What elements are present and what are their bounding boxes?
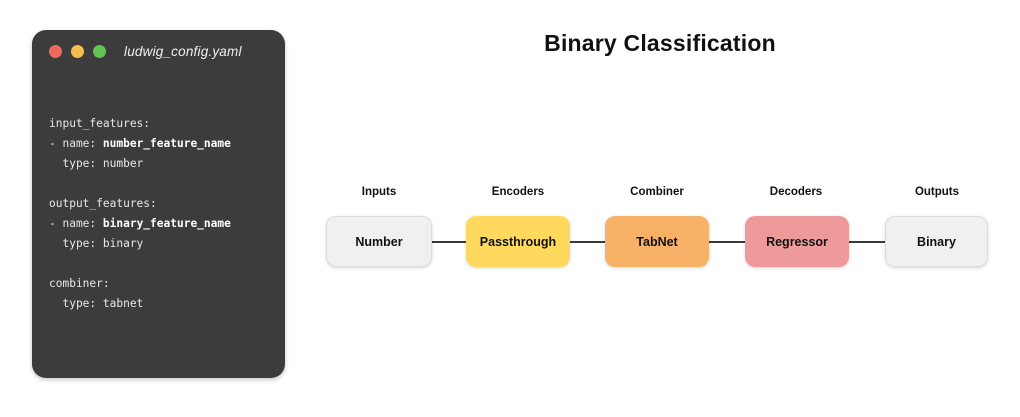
node-label: TabNet: [636, 234, 678, 249]
maximize-button[interactable]: [93, 44, 106, 58]
terminal-titlebar: ludwig_config.yaml: [32, 30, 285, 72]
code-line: - name: binary_feature_name: [49, 214, 275, 234]
config-terminal-window: ludwig_config.yaml input_features: - name…: [32, 30, 285, 378]
code-line: combiner:: [49, 274, 275, 294]
minimize-button[interactable]: [71, 44, 84, 58]
window-controls: [49, 44, 106, 58]
code-line: [49, 174, 275, 194]
input-node-number[interactable]: Number: [326, 216, 432, 267]
group-label-encoders: Encoders: [491, 186, 545, 198]
code-line: - name: number_feature_name: [49, 134, 275, 154]
code-line: type: binary: [49, 234, 275, 254]
pipeline-connector: [709, 241, 745, 243]
pipeline-connector: [849, 241, 885, 243]
terminal-filename-label: ludwig_config.yaml: [124, 43, 242, 59]
code-line: output_features:: [49, 194, 275, 214]
encoder-node-passthrough[interactable]: Passthrough: [466, 216, 570, 267]
close-button[interactable]: [49, 44, 62, 58]
code-text: type: tabnet: [49, 297, 144, 310]
decoder-node-regressor[interactable]: Regressor: [745, 216, 849, 267]
code-value: number_feature_name: [102, 137, 231, 150]
node-label: Passthrough: [479, 234, 557, 249]
code-value: binary_feature_name: [102, 217, 231, 230]
code-line: [49, 254, 275, 274]
node-label: Binary: [917, 234, 956, 249]
group-label-outputs: Outputs: [914, 186, 960, 198]
code-text: type: binary: [49, 237, 144, 250]
pipeline-connector: [432, 241, 466, 243]
page-title: Binary Classification: [544, 30, 776, 56]
code-line: type: tabnet: [49, 294, 275, 314]
yaml-code-block: input_features: - name: number_feature_na…: [49, 114, 275, 314]
code-text: - name:: [49, 137, 103, 150]
code-line: input_features:: [49, 114, 275, 134]
output-node-binary[interactable]: Binary: [885, 216, 988, 267]
node-label: Regressor: [766, 234, 828, 249]
code-text: - name:: [49, 217, 103, 230]
code-text: type: number: [49, 157, 144, 170]
code-text: output_features:: [49, 197, 157, 210]
pipeline-connector: [570, 241, 605, 243]
combiner-node-tabnet[interactable]: TabNet: [605, 216, 709, 267]
code-text: combiner:: [49, 277, 110, 290]
code-text: input_features:: [49, 117, 151, 130]
group-label-inputs: Inputs: [361, 186, 397, 198]
node-label: Number: [355, 234, 403, 249]
group-label-decoders: Decoders: [769, 186, 823, 198]
code-line: type: number: [49, 154, 275, 174]
group-label-combiner: Combiner: [630, 186, 684, 198]
